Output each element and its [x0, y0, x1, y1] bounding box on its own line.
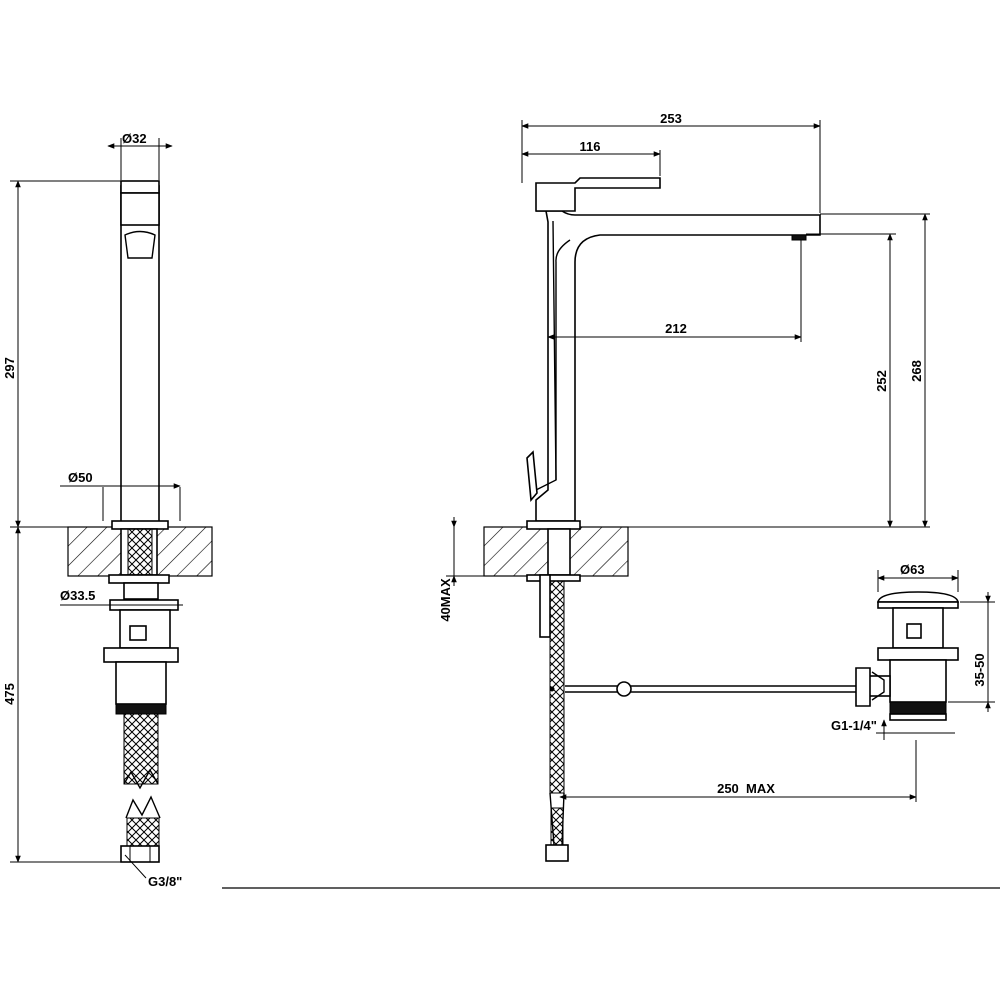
dim-lever-reach: 116 — [580, 139, 601, 154]
dim-rod-length: 250 MAX — [717, 781, 775, 796]
waste-assembly: Ø63 35-50 G1-1/4" — [831, 562, 995, 740]
dim-spout-diameter: Ø32 — [122, 131, 147, 146]
dim-spout-outlet-height: 252 — [874, 370, 889, 392]
dim-deck-thickness: 40MAX — [438, 578, 453, 622]
front-hose — [549, 580, 565, 794]
side-inlet-fitting — [120, 845, 160, 863]
front-base-flange — [526, 520, 581, 530]
waste-nut — [877, 647, 959, 661]
dim-adjustable-height: 35-50 — [972, 653, 987, 686]
front-lever — [535, 177, 661, 212]
dim-base-diameter: Ø50 — [68, 470, 93, 485]
dim-shank-diameter: Ø33.5 — [60, 588, 95, 603]
front-spout-body — [535, 210, 821, 522]
side-spout-body — [120, 185, 160, 525]
dim-spout-reach: 212 — [665, 321, 687, 336]
waste-plug-cap — [877, 591, 959, 603]
side-base-flange — [111, 520, 169, 530]
dim-height-below-deck: 475 — [2, 683, 17, 705]
side-lever — [120, 180, 160, 194]
dim-plug-diameter: Ø63 — [900, 562, 925, 577]
side-view: Ø32 297 Ø50 Ø33.5 475 G3/8" — [2, 131, 213, 889]
dim-overall-reach: 253 — [660, 111, 682, 126]
label-inlet-thread: G3/8" — [148, 874, 182, 889]
front-view: 253 116 212 252 268 40MAX 250 MAX — [438, 111, 930, 862]
side-hose — [123, 713, 159, 785]
dim-overall-height: 268 — [909, 360, 924, 382]
front-inlet-fitting — [545, 844, 569, 862]
label-outlet-thread: G1-1/4" — [831, 718, 877, 733]
dim-height-above-deck: 297 — [2, 357, 17, 379]
